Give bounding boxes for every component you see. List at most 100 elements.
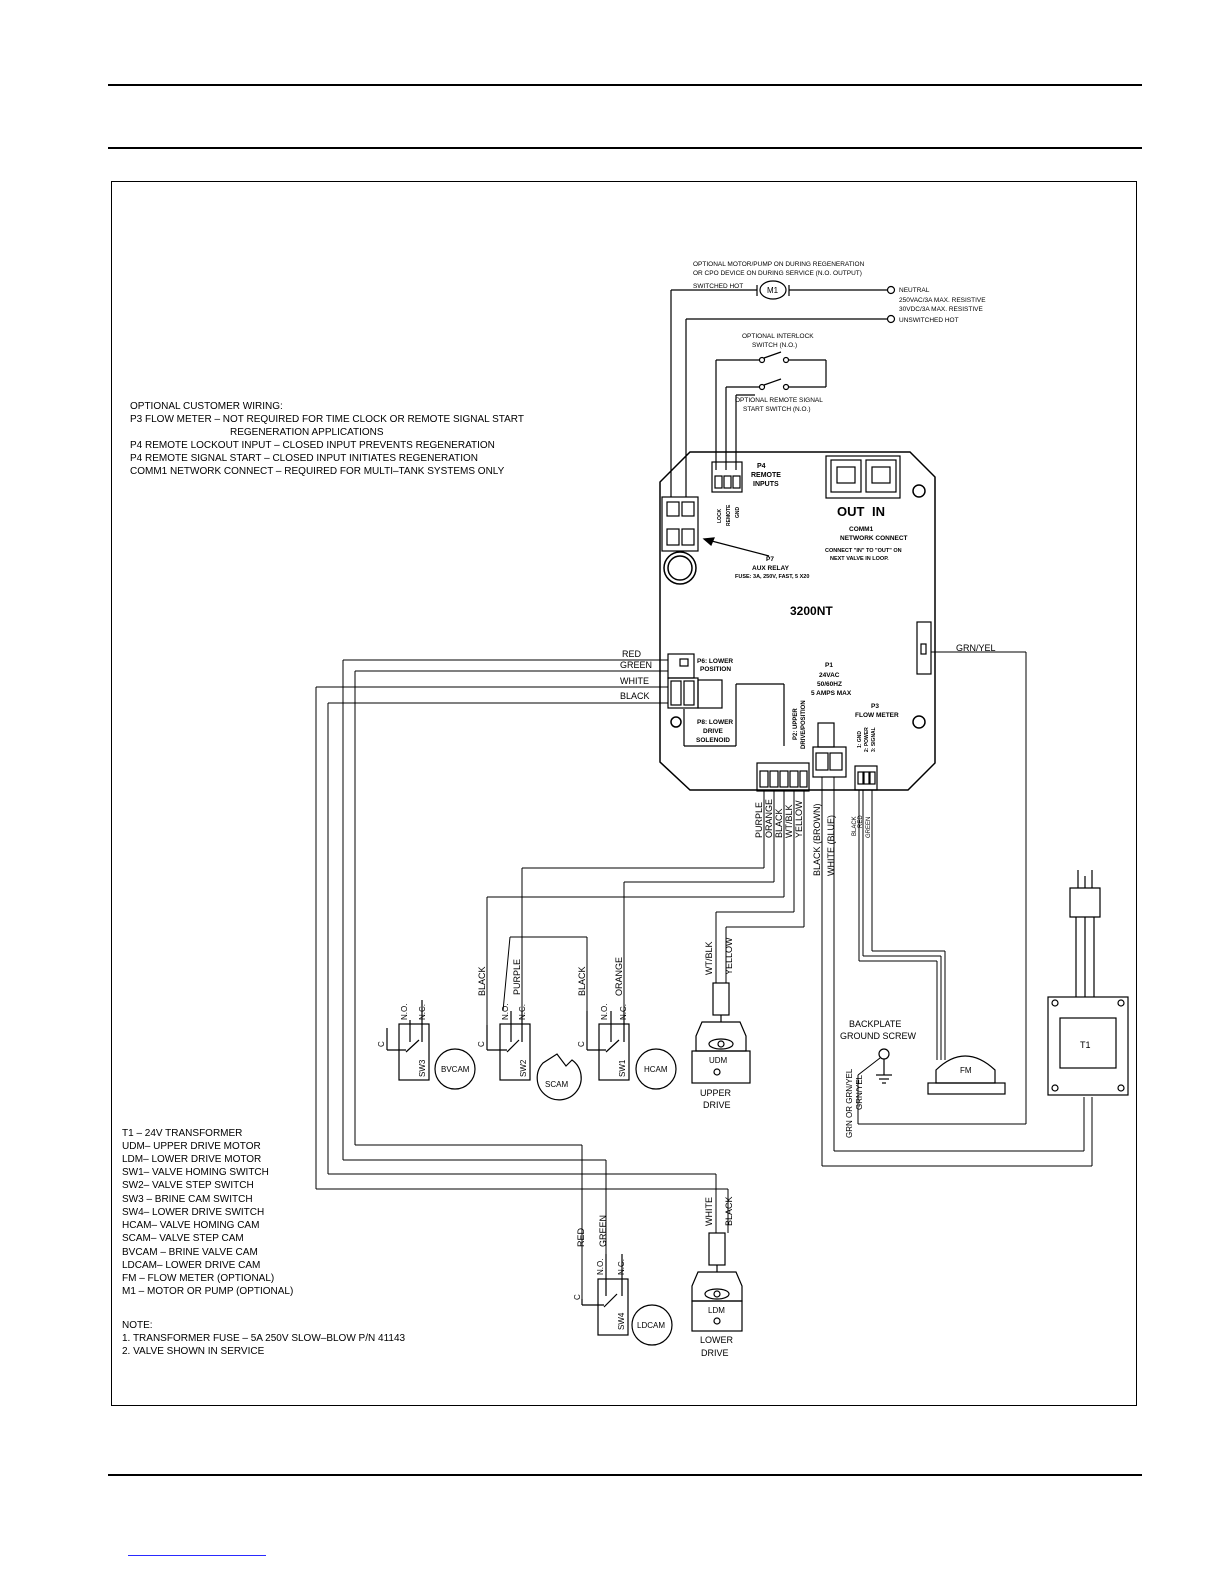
udm-motor [691, 982, 751, 1084]
header-rule-top [108, 84, 1142, 86]
legend-item: SW3 – BRINE CAM SWITCH [122, 1194, 253, 1205]
note-2: 2. VALVE SHOWN IN SERVICE [122, 1346, 265, 1357]
grn-or-grnyel-label: GRN OR GRN/YEL [845, 1068, 854, 1138]
ground-tab [916, 621, 932, 675]
customer-note-4: COMM1 NETWORK CONNECT – REQUIRED FOR MUL… [130, 466, 505, 477]
sw2-purple-label: PURPLE [512, 959, 522, 995]
sw4-c: C [573, 1294, 582, 1300]
diagram-frame [111, 181, 1137, 1406]
p4-pin-gnd: GND [735, 507, 741, 519]
comm1-jacks [825, 455, 901, 499]
upper-drive-label-1: UPPER [700, 1088, 732, 1098]
sw1-label: SW1 [618, 1059, 627, 1077]
comm1-subtitle: NETWORK CONNECT [840, 535, 908, 542]
p3-pin-3: 3: SIGNAL [871, 727, 877, 752]
sw2-nc: N.C. [518, 1004, 527, 1020]
sw1-black-label: BLACK [577, 966, 587, 996]
sw3-switch [386, 1000, 430, 1081]
sw2-c: C [477, 1041, 486, 1047]
footer-link[interactable] [128, 1555, 266, 1556]
fm-green-label: GREEN [866, 817, 872, 838]
customer-note-3: P4 REMOTE SIGNAL START – CLOSED INPUT IN… [130, 453, 478, 464]
wire-white-blue-label: WHITE (BLUE) [826, 815, 836, 876]
flow-meter-leads [858, 790, 946, 1060]
wire-yellow-label: YELLOW [794, 800, 804, 838]
p1-connector [812, 722, 847, 778]
backplate-label-1: BACKPLATE [849, 1019, 901, 1029]
remote-label-2: START SWITCH (N.O.) [743, 406, 811, 413]
udm-wtblk-label: WT/BLK [704, 941, 714, 975]
bvcam-label: BVCAM [441, 1065, 470, 1074]
wire-black-brown-label: BLACK (BROWN) [812, 803, 822, 876]
remote-start-switch [725, 378, 826, 470]
ldm-black-label: BLACK [724, 1196, 734, 1226]
top-title-1: OPTIONAL MOTOR/PUMP ON DURING REGENERATI… [693, 261, 865, 268]
sw4-green-label: GREEN [598, 1215, 608, 1247]
diagram-notes: NOTE: 1. TRANSFORMER FUSE – 5A 250V SLOW… [122, 1320, 406, 1357]
p4-sub2: INPUTS [753, 481, 779, 488]
lower-drive-label-2: DRIVE [701, 1348, 729, 1358]
sw3-c: C [377, 1041, 386, 1047]
rating-1: 250VAC/3A MAX. RESISTIVE [899, 297, 986, 304]
sw2-no: N.O. [501, 1004, 510, 1020]
wire-purple-label: PURPLE [754, 802, 764, 838]
sw3-no: N.O. [400, 1004, 409, 1020]
power-plug-icon [1069, 870, 1101, 918]
p7-connector [661, 496, 770, 557]
legend-item: LDCAM– LOWER DRIVE CAM [122, 1260, 260, 1271]
scam-label: SCAM [545, 1080, 568, 1089]
hcam-circle [635, 1048, 677, 1090]
udm-yellow-label: YELLOW [724, 937, 734, 975]
fm-label: FM [960, 1066, 972, 1075]
ldcam-label: LDCAM [637, 1321, 665, 1330]
sw3-label: SW3 [418, 1059, 427, 1077]
legend-item: M1 – MOTOR OR PUMP (OPTIONAL) [122, 1286, 293, 1297]
p8-connector [667, 677, 785, 747]
sw4-red-label: RED [576, 1227, 586, 1247]
sw2-label: SW2 [519, 1059, 528, 1077]
ldcam-circle [631, 1304, 673, 1346]
footer-rule [108, 1474, 1142, 1476]
p3-label-2: FLOW METER [855, 712, 899, 719]
rating-2: 30VDC/3A MAX. RESISTIVE [899, 306, 983, 313]
neutral-label: NEUTRAL [899, 287, 930, 294]
p2-connector [756, 762, 810, 792]
note-1: 1. TRANSFORMER FUSE – 5A 250V SLOW–BLOW … [122, 1333, 406, 1344]
p8-label-1: P8: LOWER [697, 719, 733, 726]
flow-meter [927, 1055, 1006, 1095]
upper-drive-leads [486, 791, 805, 1025]
p1-label-4: 5 AMPS MAX [811, 690, 852, 697]
notes-title: NOTE: [122, 1320, 153, 1331]
m1-motor-symbol [756, 280, 790, 300]
hcam-label: HCAM [644, 1065, 668, 1074]
wire-black-p2-label: BLACK [774, 808, 784, 838]
comm1-note-2: NEXT VALVE IN LOOP. [830, 556, 889, 562]
legend-item: SW1– VALVE HOMING SWITCH [122, 1167, 269, 1178]
interlock-label-1: OPTIONAL INTERLOCK [742, 333, 814, 340]
sw4-switch [581, 1254, 629, 1336]
legend-item: HCAM– VALVE HOMING CAM [122, 1220, 259, 1231]
sw2-black-label: BLACK [477, 966, 487, 996]
wire-wtblk-label: WT/BLK [784, 804, 794, 838]
p2-label-1: P2: UPPER [793, 708, 799, 740]
comm-in-label: IN [872, 504, 885, 519]
p4-title: P4 [757, 463, 766, 470]
power-leads [821, 651, 1093, 1167]
legend-item: SW4– LOWER DRIVE SWITCH [122, 1207, 264, 1218]
p4-sub1: REMOTE [751, 472, 781, 479]
lower-drive-label-1: LOWER [700, 1335, 734, 1345]
p1-label-2: 24VAC [819, 672, 840, 679]
sw3-nc: N.C. [418, 1004, 427, 1020]
p3-connector [854, 765, 878, 791]
p8-label-3: SOLENOID [696, 737, 730, 744]
ground-screw [876, 1048, 892, 1084]
p1-label-1: P1 [825, 662, 833, 669]
board-model: 3200NT [790, 604, 833, 618]
sw2-switch [486, 1011, 531, 1081]
fm-red-label: RED [858, 815, 864, 828]
switched-hot-label: SWITCHED HOT [693, 283, 743, 290]
diagram-labels: OPTIONAL MOTOR/PUMP ON DURING REGENERATI… [130, 261, 1091, 1358]
fm-black-label: BLACK [852, 816, 858, 836]
interlock-label-2: SWITCH (N.O.) [752, 342, 797, 349]
